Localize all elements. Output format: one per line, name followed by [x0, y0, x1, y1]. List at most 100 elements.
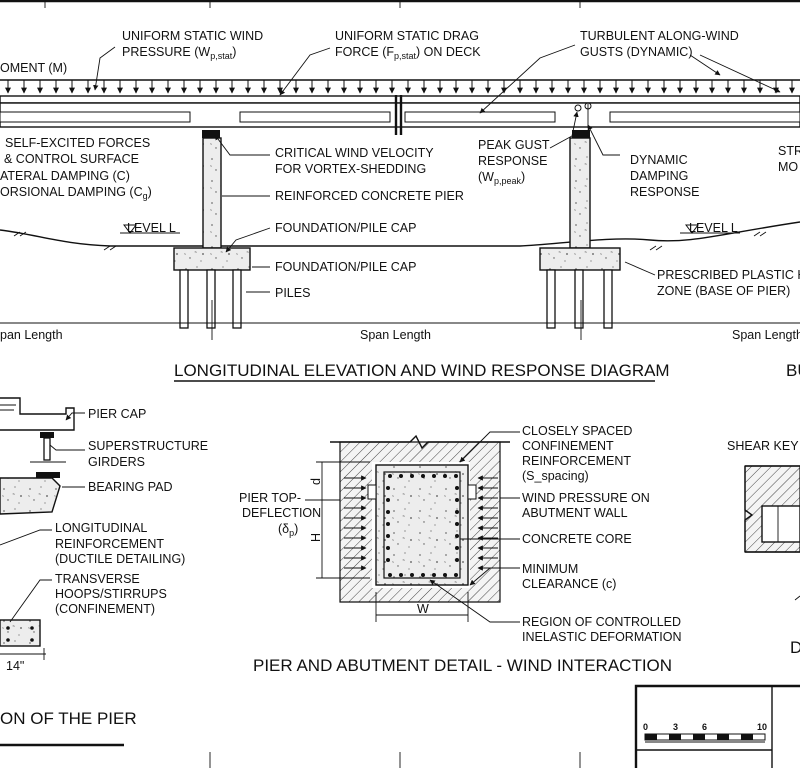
label-longitudinal-1: LONGITUDINAL: [55, 521, 147, 535]
rebar-dot: [388, 573, 392, 577]
rebar-dot: [455, 534, 459, 538]
rebar-dot: [399, 474, 403, 478]
label-closely-spaced-3: REINFORCEMENT: [522, 454, 631, 468]
bridge-deck: [0, 95, 800, 135]
label-closely-spaced-2: CONFINEMENT: [522, 439, 614, 453]
rebar-dot: [386, 558, 390, 562]
label-dynamic-damping-1: DYNAMIC: [630, 153, 688, 167]
rebar-dot: [386, 534, 390, 538]
dim-w-label: W: [417, 602, 429, 616]
label-mo-fragment: MO: [778, 160, 798, 174]
right-fragment-title: D: [790, 638, 800, 657]
rebar-dot: [432, 573, 436, 577]
label-critical-velocity-2: FOR VORTEX-SHEDDING: [275, 162, 426, 176]
right-title-fragment: BU: [786, 361, 800, 380]
label-self-excited-2: & CONTROL SURFACE: [4, 152, 139, 166]
label-wind-pressure-1: WIND PRESSURE ON: [522, 491, 650, 505]
label-rc-pier: REINFORCED CONCRETE PIER: [275, 189, 464, 203]
level-marker-left: [120, 224, 180, 234]
detail-title: PIER AND ABUTMENT DETAIL - WIND INTERACT…: [253, 656, 672, 675]
label-gust-2: GUSTS (DYNAMIC): [580, 45, 693, 59]
level-marker-right: [680, 224, 740, 234]
label-critical-velocity-1: CRITICAL WIND VELOCITY: [275, 146, 434, 160]
label-bearing-pad: BEARING PAD: [88, 480, 173, 494]
pier-left: [173, 130, 251, 329]
rebar-dot: [410, 573, 414, 577]
right-detail-fragment: SHEAR KEY - D: [727, 439, 800, 657]
rebar-dot: [455, 486, 459, 490]
label-pier-cap: PIER CAP: [88, 407, 146, 421]
rebar-dot: [455, 498, 459, 502]
rebar-dot: [421, 573, 425, 577]
label-wp-stat-1: UNIFORM STATIC WIND: [122, 29, 263, 43]
label-closely-spaced-4: (S_spacing): [522, 469, 589, 483]
label-dynamic-damping-2: DAMPING: [630, 169, 688, 183]
wind-load-arrows: [5, 80, 795, 94]
rebar-dot: [443, 474, 447, 478]
label-transverse-2: HOOPS/STIRRUPS: [55, 587, 167, 601]
rebar-dot: [386, 486, 390, 490]
wind-arrows-left: [344, 475, 367, 571]
label-self-excited-1: SELF-EXCITED FORCES: [5, 136, 150, 150]
label-inelastic-region-2: INELASTIC DEFORMATION: [522, 630, 682, 644]
label-concrete-core: CONCRETE CORE: [522, 532, 632, 546]
rebar-dots: [386, 474, 459, 577]
label-piles: PILES: [275, 286, 310, 300]
label-moment: OMENT (M): [0, 61, 67, 75]
label-drag-2: FORCE (Fp,stat) ON DECK: [335, 45, 481, 61]
elevation-title: LONGITUDINAL ELEVATION AND WIND RESPONSE…: [174, 361, 670, 380]
label-dynamic-damping-3: RESPONSE: [630, 185, 699, 199]
label-superstructure-2: GIRDERS: [88, 455, 145, 469]
label-pier-deflection-1: PIER TOP-: [239, 491, 301, 505]
scale-tick-0: 0: [643, 722, 648, 732]
label-level-right: LEVEL L: [689, 221, 738, 235]
label-longitudinal-3: (DUCTILE DETAILING): [55, 552, 185, 566]
scale-tick-10: 10: [757, 722, 767, 732]
rebar-dot: [455, 522, 459, 526]
rebar-dot: [455, 510, 459, 514]
rebar-dot: [454, 573, 458, 577]
pier-right: [539, 130, 621, 329]
label-gust-1: TURBULENT ALONG-WIND: [580, 29, 739, 43]
label-lateral-damping: ATERAL DAMPING (C): [0, 169, 130, 183]
rebar-dot: [386, 498, 390, 502]
scale-tick-3: 3: [673, 722, 678, 732]
rebar-dot: [432, 474, 436, 478]
label-transverse-3: (CONFINEMENT): [55, 602, 155, 616]
rebar-dot: [399, 573, 403, 577]
label-peak-gust-3: (Wp,peak): [478, 170, 525, 186]
label-minimum-clearance-1: MINIMUM: [522, 562, 578, 576]
label-span-left: pan Length: [0, 328, 63, 342]
label-drag-1: UNIFORM STATIC DRAG: [335, 29, 479, 43]
label-shear-key: SHEAR KEY -: [727, 439, 800, 453]
rebar-dot: [386, 546, 390, 550]
label-longitudinal-2: REINFORCEMENT: [55, 537, 164, 551]
label-transverse-1: TRANSVERSE: [55, 572, 140, 586]
section-title: ON OF THE PIER: [0, 709, 137, 728]
label-peak-gust-1: PEAK GUST: [478, 138, 550, 152]
rebar-dot: [421, 474, 425, 478]
label-wp-stat-2: PRESSURE (Wp,stat): [122, 45, 236, 61]
label-level-left: LEVEL L: [127, 221, 176, 235]
label-plastic-hinge-2: ZONE (BASE OF PIER): [657, 284, 790, 298]
label-peak-gust-2: RESPONSE: [478, 154, 547, 168]
label-foundation-1: FOUNDATION/PILE CAP: [275, 221, 416, 235]
dim-h-label: H: [309, 533, 323, 542]
label-plastic-hinge-1: PRESCRIBED PLASTIC H: [657, 268, 800, 282]
label-span-right: Span Length: [732, 328, 800, 342]
rebar-dot: [410, 474, 414, 478]
label-foundation-2: FOUNDATION/PILE CAP: [275, 260, 416, 274]
label-dimension-14in: 14": [6, 659, 24, 673]
rebar-dot: [388, 474, 392, 478]
rebar-dot: [455, 546, 459, 550]
label-minimum-clearance-2: CLEARANCE (c): [522, 577, 616, 591]
scale-bar: 0 3 6 10: [643, 722, 767, 743]
label-str-fragment: STR: [778, 144, 800, 158]
rebar-dot: [386, 510, 390, 514]
wind-arrows-right: [477, 475, 498, 571]
dim-d-label: d: [309, 478, 323, 485]
label-pier-deflection-2: DEFLECTION: [242, 506, 321, 520]
scale-tick-6: 6: [702, 722, 707, 732]
pier-abutment-detail: d H W CLOSELY SPACED CONFINEMENT REINFOR…: [239, 424, 682, 675]
